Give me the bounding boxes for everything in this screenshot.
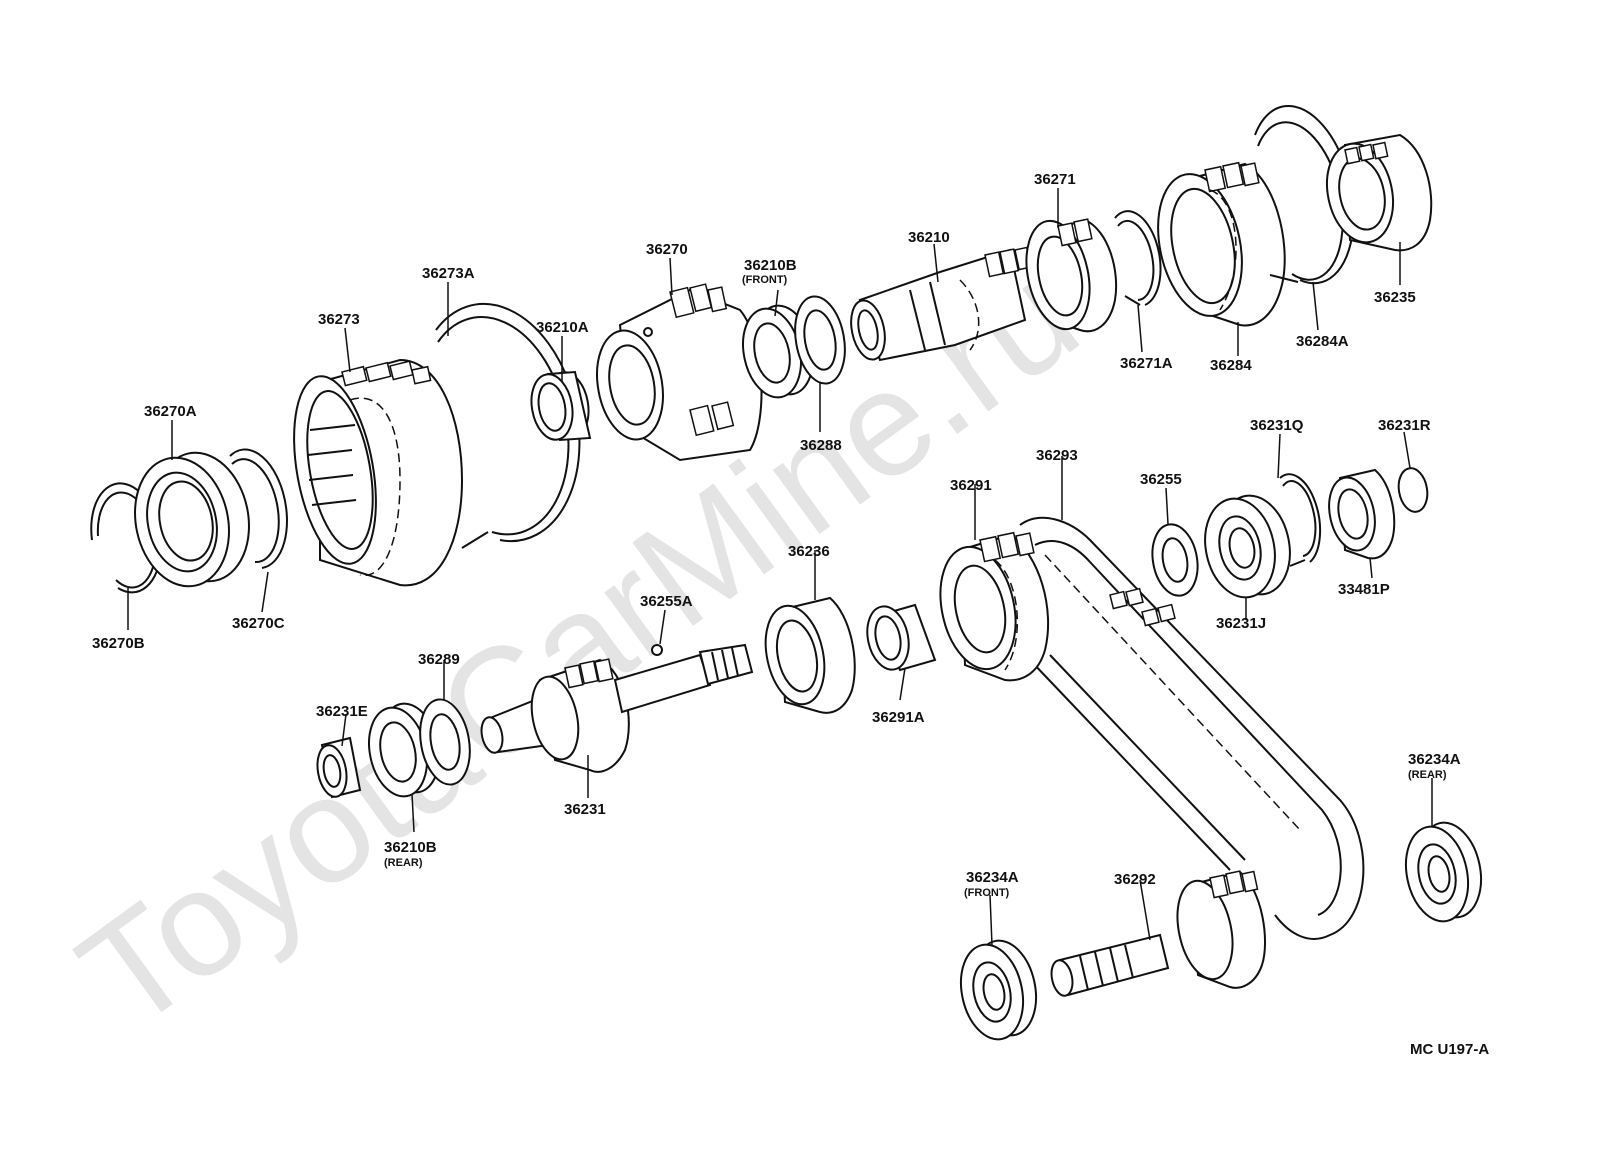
washer-36255[interactable]	[1147, 521, 1203, 600]
label-36289: 36289	[418, 651, 460, 668]
gear-36284[interactable]	[1146, 161, 1286, 327]
bearing-36231j[interactable]	[1196, 489, 1298, 604]
sprocket-36291[interactable]	[930, 531, 1049, 682]
label-36231: 36231	[564, 801, 606, 818]
bearing-36234a-front[interactable]	[953, 935, 1045, 1045]
snap-ring-36270c[interactable]	[229, 448, 288, 569]
label-36234a-front: 36234A	[966, 869, 1019, 886]
label-36255a: 36255A	[640, 593, 693, 610]
planetary-carrier-36270[interactable]	[589, 283, 763, 462]
label-36292: 36292	[1114, 871, 1156, 888]
note-rear-1: (REAR)	[384, 857, 423, 869]
shaft-36231[interactable]	[478, 643, 754, 773]
label-36210a: 36210A	[536, 319, 589, 336]
label-36231j: 36231J	[1216, 615, 1266, 632]
label-36284a: 36284A	[1296, 333, 1349, 350]
note-rear-2: (REAR)	[1408, 769, 1447, 781]
sleeve-36236[interactable]	[757, 596, 856, 714]
shaft-36210[interactable]	[846, 246, 1032, 363]
label-36271a: 36271A	[1120, 355, 1173, 372]
label-36210b-rear: 36210B	[384, 839, 437, 856]
ball-36255a[interactable]	[651, 644, 663, 656]
needle-bearing-36291a[interactable]	[862, 603, 937, 674]
label-36231r: 36231R	[1378, 417, 1431, 434]
label-36270c: 36270C	[232, 615, 285, 632]
leader-lines	[127, 188, 1433, 946]
part-labels: 36273A 36273 36270A 36270B 36270C 36210A…	[92, 171, 1489, 1058]
gear-36273[interactable]	[281, 358, 464, 587]
diagram-code: MC U197-A	[1410, 1041, 1489, 1058]
snap-ring-36231q[interactable]	[1279, 473, 1322, 567]
bearing-36234a-rear[interactable]	[1398, 817, 1490, 927]
label-36231q: 36231Q	[1250, 417, 1304, 434]
label-33481p: 33481P	[1338, 581, 1390, 598]
thrust-washer-36289[interactable]	[414, 695, 476, 788]
label-36210: 36210	[908, 229, 950, 246]
o-ring-36231r[interactable]	[1395, 466, 1430, 514]
watermark-text: ToyotaCarMine.ru	[50, 229, 1106, 1061]
label-36270: 36270	[646, 241, 688, 258]
label-36291a: 36291A	[872, 709, 925, 726]
label-36231e: 36231E	[316, 703, 368, 720]
note-front-2: (FRONT)	[964, 887, 1010, 899]
label-36255: 36255	[1140, 471, 1182, 488]
thrust-washer-36288[interactable]	[789, 293, 852, 388]
needle-bearing-36231e[interactable]	[314, 736, 362, 799]
label-36273a: 36273A	[422, 265, 475, 282]
label-36291: 36291	[950, 477, 992, 494]
note-front-1: (FRONT)	[742, 274, 788, 286]
label-36284: 36284	[1210, 357, 1252, 374]
label-36271: 36271	[1034, 171, 1076, 188]
bearing-36270a[interactable]	[123, 444, 260, 595]
drive-chain-36293[interactable]	[1019, 516, 1365, 940]
snap-ring-36271a[interactable]	[1114, 210, 1162, 306]
gear-36271[interactable]	[1017, 215, 1118, 335]
sleeve-33481p[interactable]	[1323, 468, 1396, 560]
needle-bearing-36210a[interactable]	[527, 369, 594, 443]
shaft-36292[interactable]	[1048, 870, 1267, 998]
label-36270a: 36270A	[144, 403, 197, 420]
label-36293: 36293	[1036, 447, 1078, 464]
sleeve-36235[interactable]	[1318, 133, 1433, 252]
label-36273: 36273	[318, 311, 360, 328]
label-36288: 36288	[800, 437, 842, 454]
label-36210b-front: 36210B	[744, 257, 797, 274]
label-36235: 36235	[1374, 289, 1416, 306]
label-36234a-rear: 36234A	[1408, 751, 1461, 768]
label-36236: 36236	[788, 543, 830, 560]
label-36270b: 36270B	[92, 635, 145, 652]
